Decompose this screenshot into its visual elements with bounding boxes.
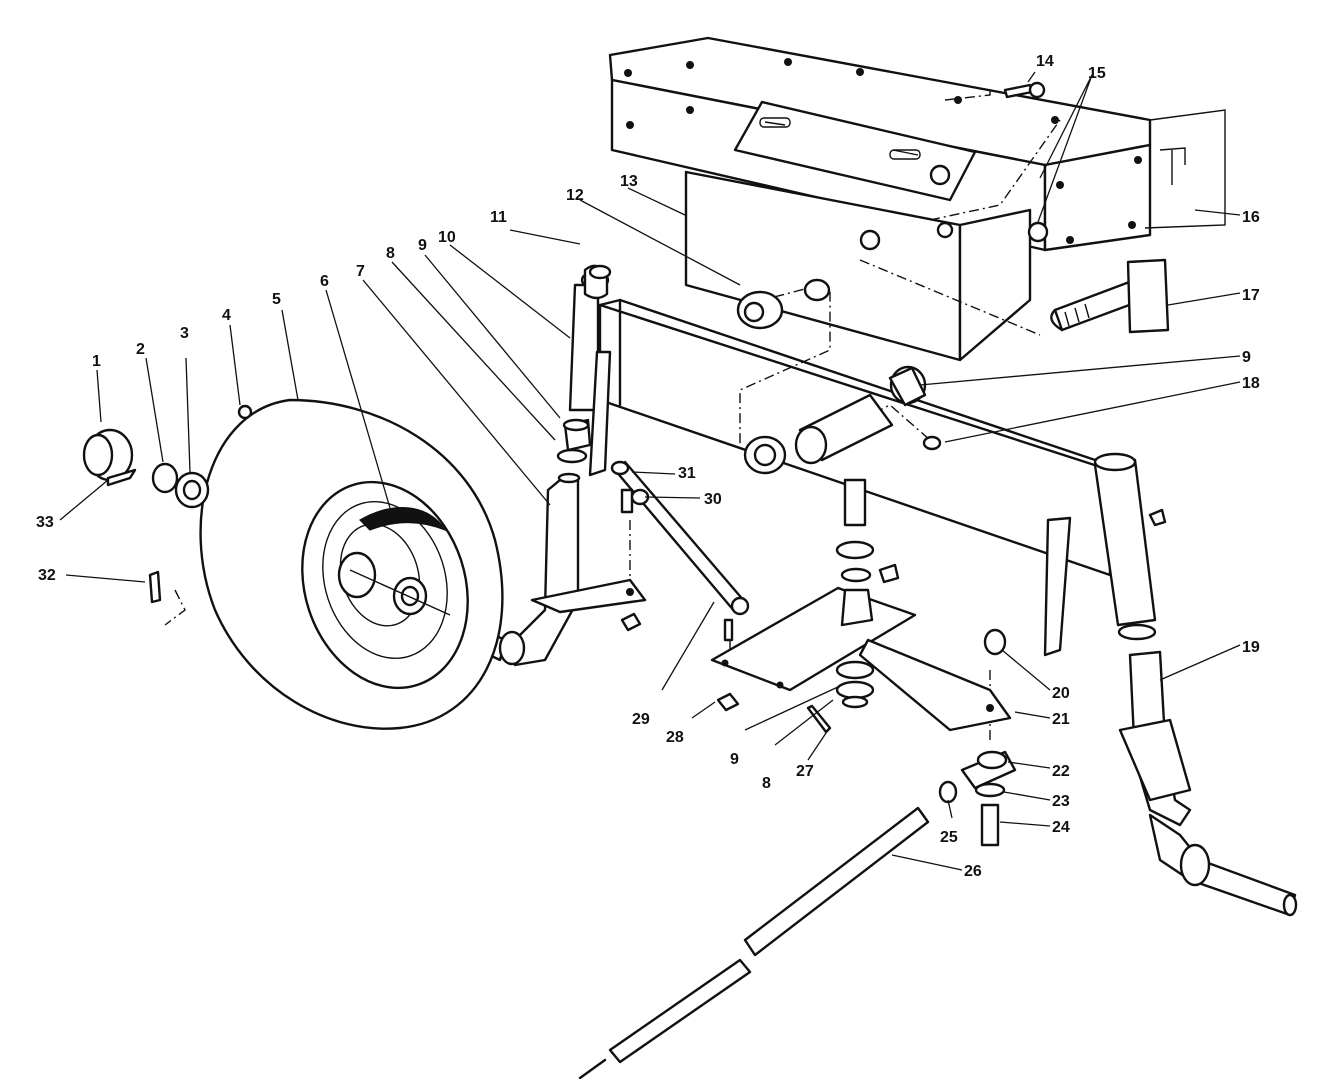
callout-2: 2 <box>136 341 145 358</box>
callout-23: 23 <box>1052 793 1070 810</box>
callout-19: 19 <box>1242 639 1260 656</box>
callout-8-center: 8 <box>762 775 771 792</box>
callout-8-left: 8 <box>386 245 395 262</box>
callout-32: 32 <box>38 567 56 584</box>
callout-leaders <box>59 71 1241 871</box>
bushings <box>736 278 942 475</box>
callout-1: 1 <box>92 353 101 370</box>
callout-21: 21 <box>1052 711 1070 728</box>
callout-15: 15 <box>1088 65 1106 82</box>
callout-12: 12 <box>566 187 584 204</box>
callout-33: 33 <box>36 514 54 531</box>
callout-3: 3 <box>180 325 189 342</box>
drag-link <box>578 628 1017 1079</box>
callout-10: 10 <box>438 229 456 246</box>
tie-rod-29 <box>610 460 750 712</box>
callout-6: 6 <box>320 273 329 290</box>
callout-16: 16 <box>1242 209 1260 226</box>
callout-22: 22 <box>1052 763 1070 780</box>
callout-27: 27 <box>796 763 814 780</box>
callout-29: 29 <box>632 711 650 728</box>
callout-25: 25 <box>940 829 958 846</box>
callout-17: 17 <box>1242 287 1260 304</box>
callout-26: 26 <box>964 863 982 880</box>
callout-5: 5 <box>272 291 281 308</box>
plate-16 <box>1144 109 1226 229</box>
callout-11: 11 <box>490 209 507 226</box>
callout-30: 30 <box>704 491 722 508</box>
callout-labels: 1 2 3 4 5 6 7 8 9 10 11 12 13 14 15 16 1… <box>36 53 1260 880</box>
callout-4: 4 <box>222 307 231 324</box>
callout-18: 18 <box>1242 375 1260 392</box>
callout-14: 14 <box>1036 53 1054 70</box>
steering-plate <box>710 478 1012 732</box>
callout-20: 20 <box>1052 685 1070 702</box>
mounting-bracket <box>608 36 1152 362</box>
callout-9-center: 9 <box>730 751 739 768</box>
callout-13: 13 <box>620 173 638 190</box>
callout-9-left: 9 <box>418 237 427 254</box>
callout-31: 31 <box>678 465 696 482</box>
callout-9-right: 9 <box>1242 349 1251 366</box>
wheel-assembly <box>199 398 504 730</box>
hub-parts <box>82 404 253 604</box>
right-spindle <box>1043 452 1298 917</box>
callout-24: 24 <box>1052 819 1070 836</box>
callout-7: 7 <box>356 263 365 280</box>
axle-bolt-17 <box>1050 258 1170 334</box>
callout-28: 28 <box>666 729 684 746</box>
hardware <box>859 81 1046 584</box>
